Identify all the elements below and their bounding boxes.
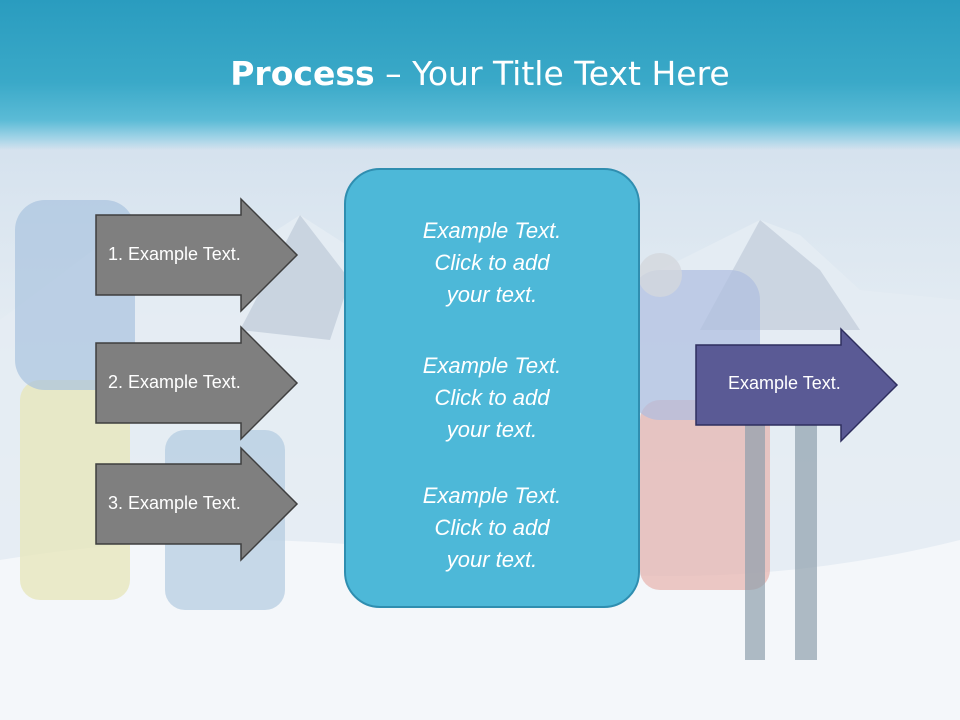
title-bold: Process [230,54,375,93]
title-rest: – Your Title Text Here [374,54,730,93]
arrow-shape [95,325,299,441]
center-line: Click to add [434,385,550,410]
center-text-block-3: Example Text. Click to add your text. [346,480,638,576]
arrow-shape [95,446,299,562]
arrow-label: Example Text. [728,373,841,393]
center-line: Click to add [434,515,550,540]
center-line: your text. [446,417,538,442]
arrow-step-1[interactable]: 1. Example Text. [95,197,299,313]
center-line: your text. [446,547,538,572]
center-line: your text. [446,282,538,307]
center-text-box[interactable]: Example Text. Click to add your text. Ex… [344,168,640,608]
arrow-result[interactable]: Example Text. [695,327,899,443]
arrow-label: 1. Example Text. [108,244,241,264]
arrow-shape [95,197,299,313]
arrow-step-3[interactable]: 3. Example Text. [95,446,299,562]
center-text-block-1: Example Text. Click to add your text. [346,215,638,311]
arrow-label: 3. Example Text. [108,493,241,513]
center-line: Example Text. [422,218,562,243]
center-line: Click to add [434,250,550,275]
arrow-label: 2. Example Text. [108,372,241,392]
arrow-step-2[interactable]: 2. Example Text. [95,325,299,441]
title-band [0,0,960,150]
arrow-shape [695,327,899,443]
center-text-block-2: Example Text. Click to add your text. [346,350,638,446]
slide-title[interactable]: Process – Your Title Text Here [0,54,960,94]
center-line: Example Text. [422,353,562,378]
center-line: Example Text. [422,483,562,508]
